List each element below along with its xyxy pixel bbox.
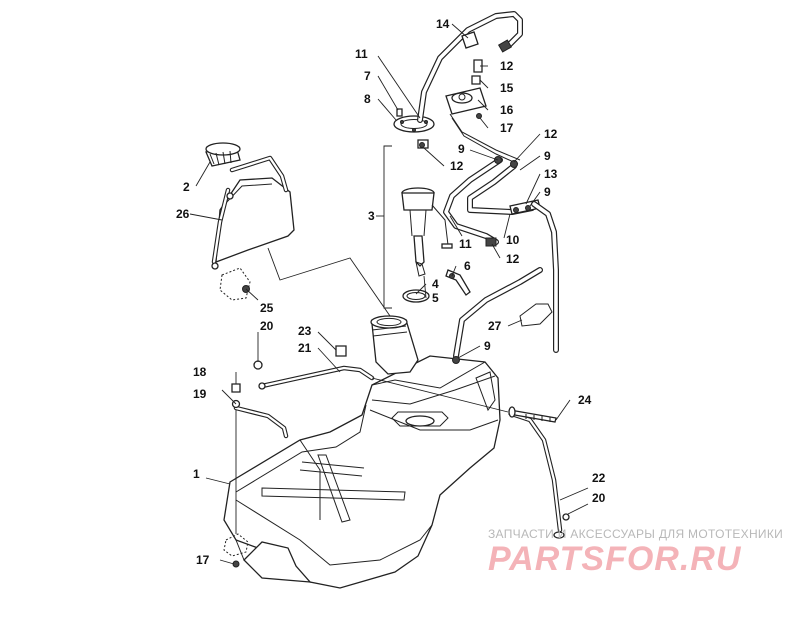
callout-labels: 1 2 3 4 5 6 7 8 9 9 9 9 10 11 11 12 12 1… [176,17,606,567]
callout-16: 16 [500,103,514,117]
clamp-27 [519,303,553,327]
callout-19: 19 [193,387,207,401]
fitting-6 [415,261,471,296]
pad-17-lower [223,410,249,568]
callout-7: 7 [364,69,371,83]
callout-12a: 12 [500,59,514,73]
strap-22 [509,411,570,539]
lock-ring-8 [393,108,435,133]
callout-5: 5 [432,291,439,305]
gasket-25 [219,267,251,301]
callout-25: 25 [260,301,274,315]
callout-27: 27 [488,319,502,333]
watermark-tagline: ЗАПЧАСТИ И АКСЕССУАРЫ ДЛЯ МОТОТЕХНИКИ [488,527,783,541]
callout-15: 15 [500,81,514,95]
fuel-pump-assembly [383,139,453,309]
callout-14: 14 [436,17,450,31]
callout-10: 10 [506,233,520,247]
assembly-line-shield [267,247,391,317]
vent-line [449,113,521,161]
o-ring-4 [402,289,430,303]
callout-8: 8 [364,92,371,106]
assembly-line-bolt [371,377,509,413]
callout-26: 26 [176,207,190,221]
filler-neck [370,315,419,375]
callout-21: 21 [298,341,312,355]
splash-shield [211,155,295,270]
callout-18: 18 [193,365,207,379]
callout-9d: 9 [484,339,491,353]
callout-9b: 9 [544,149,551,163]
drain-hose [531,201,559,353]
fuel-cap [205,142,241,167]
strap-19 [231,383,289,439]
watermark-logo: PARTSFOR.RU [488,540,742,578]
callout-3: 3 [368,209,375,223]
callout-20b: 20 [592,491,606,505]
watermark: ЗАПЧАСТИ И АКСЕССУАРЫ ДЛЯ МОТОТЕХНИКИ PA… [488,527,783,578]
rollover-valve-16 [445,59,487,119]
callout-17a: 17 [500,121,514,135]
callout-11b: 11 [459,237,472,251]
callout-6: 6 [464,259,471,273]
callout-1: 1 [193,467,200,481]
callout-11a: 11 [355,47,368,61]
callout-12d: 12 [506,252,520,266]
callout-12c: 12 [450,159,464,173]
tank-hose [452,267,543,364]
callout-13: 13 [544,167,558,181]
fuel-tank [223,355,501,589]
callout-2: 2 [183,180,190,194]
callout-9a: 9 [458,142,465,156]
callout-9c: 9 [544,185,551,199]
callout-22: 22 [592,471,606,485]
callout-24: 24 [578,393,592,407]
bolt-24 [508,406,557,423]
callout-20a: 20 [260,319,274,333]
fastener-12-sender [419,142,425,148]
callout-23: 23 [298,324,312,338]
callout-4: 4 [432,277,439,291]
leader-lines [189,23,589,565]
strap-21 [253,345,375,390]
fuel-hose-10 [443,156,541,247]
callout-12b: 12 [544,127,558,141]
callout-17b: 17 [196,553,210,567]
